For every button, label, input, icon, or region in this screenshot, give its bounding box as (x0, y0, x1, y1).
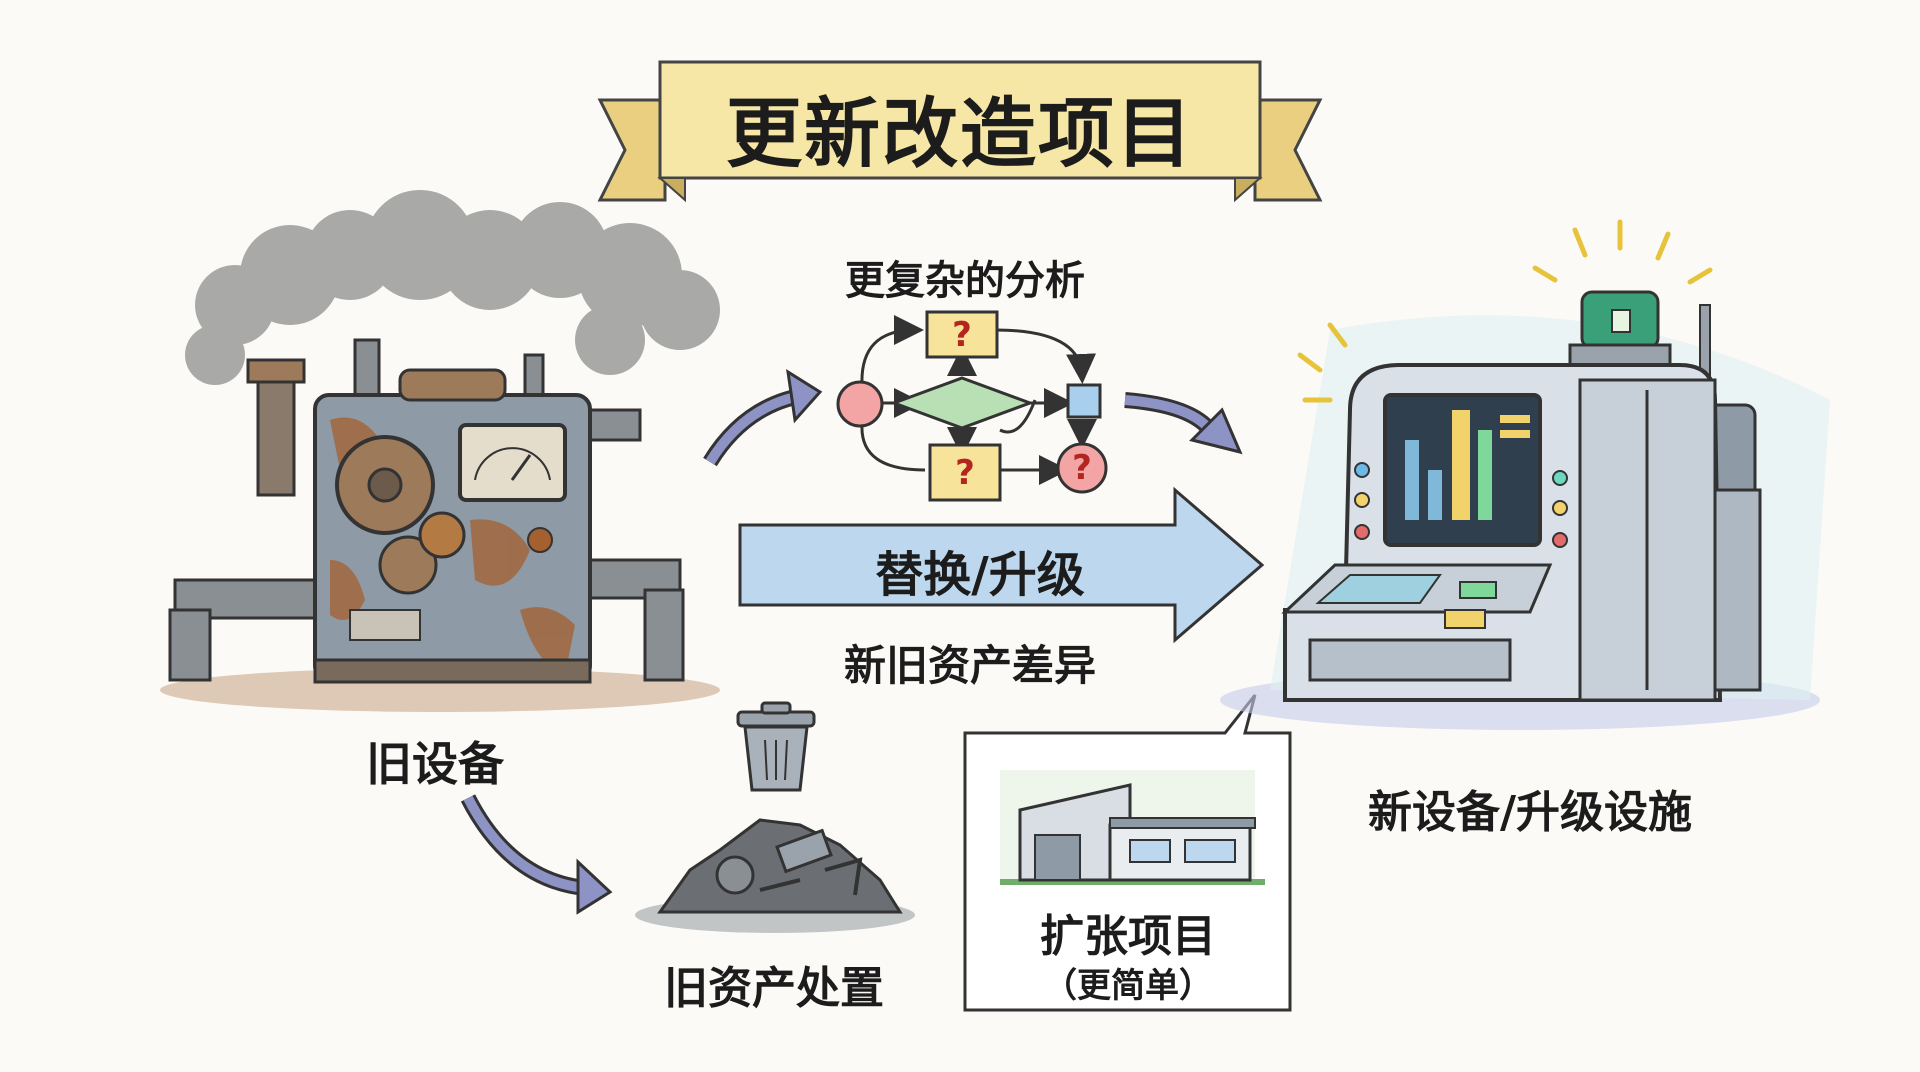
trash-can-icon (736, 701, 816, 792)
flowchart-nodes (836, 310, 1108, 502)
flow-node-decision (889, 376, 1035, 430)
page-title: 更新改造项目 (726, 89, 1194, 178)
rusty-steam-machine-icon (160, 190, 720, 712)
title-banner (597, 60, 1323, 203)
new-equipment-label: 新设备/升级设施 (1367, 787, 1693, 838)
flow-node-question-end (1056, 442, 1108, 494)
flow-question-mark-bottom: ? (955, 453, 975, 493)
scrap-pile-icon (635, 818, 915, 933)
flow-node-question-bottom (928, 443, 1002, 502)
flow-question-mark-top: ? (952, 315, 972, 355)
arrow-to-disposal (460, 794, 613, 915)
arrow-from-analysis (1124, 392, 1243, 455)
modern-computer-machine-icon (1220, 219, 1830, 730)
asset-difference-label: 新旧资产差异 (843, 641, 1097, 690)
arrow-to-analysis (703, 369, 823, 467)
old-asset-disposal-label: 旧资产处置 (664, 963, 884, 1014)
replace-upgrade-label: 替换/升级 (875, 547, 1085, 603)
warning-beacon-icon (1568, 290, 1672, 367)
flow-node-question-top (925, 310, 999, 359)
replace-upgrade-arrow (738, 486, 1265, 644)
expansion-note-label: （更简单） (1043, 966, 1213, 1006)
flow-node-box (1066, 383, 1102, 419)
factory-building-icon (1000, 770, 1265, 885)
flow-question-mark-end: ? (1072, 448, 1092, 488)
old-equipment-label: 旧设备 (366, 737, 504, 791)
analysis-label: 更复杂的分析 (845, 258, 1085, 304)
expansion-project-label: 扩张项目 (1040, 911, 1216, 962)
flow-node-start (836, 380, 884, 428)
